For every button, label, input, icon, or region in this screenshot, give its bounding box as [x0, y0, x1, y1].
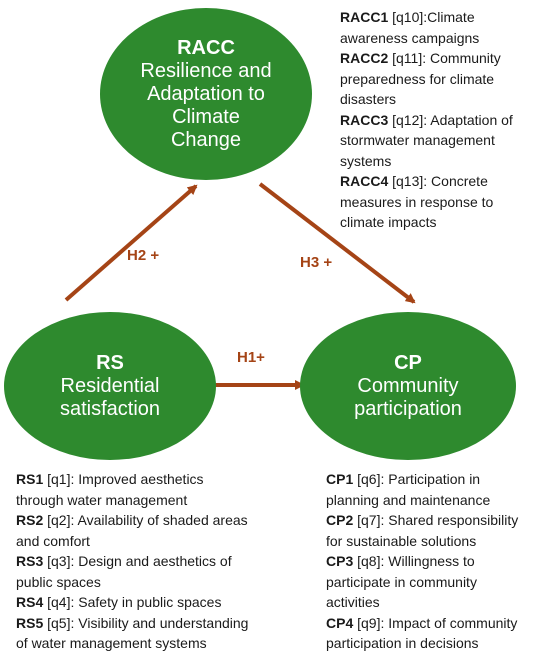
item-code: RS2 [16, 512, 44, 528]
cp-item: CP3 [q8]: Willingness to participate in c… [326, 551, 548, 613]
racc-item-list: RACC1 [q10]:Climate awareness campaigns R… [340, 7, 545, 233]
racc-item: RACC4 [q13]: Concrete measures in respons… [340, 171, 545, 233]
item-text: Adaptation of [430, 111, 513, 128]
item-code: RACC3 [340, 111, 389, 128]
item-text: Impact of community [388, 614, 518, 631]
item-text: participate in community [326, 573, 477, 590]
item-text: Concrete [431, 173, 488, 189]
rs-item: RS2 [q2]: Availability of shaded areas an… [16, 510, 286, 551]
item-code: RS5 [16, 614, 44, 631]
item-code: RACC4 [340, 173, 389, 189]
item-question: [q5]: [43, 614, 79, 631]
item-text: awareness campaigns [340, 29, 480, 46]
rs-item-list: RS1 [q1]: Improved aesthetics through wat… [16, 469, 286, 654]
cp-item: CP2 [q7]: Shared responsibility for susta… [326, 510, 548, 551]
item-text: Safety in public spaces [78, 594, 222, 610]
item-text: and comfort [16, 532, 90, 549]
node-racc-name-line: Change [170, 129, 242, 151]
item-code: RS4 [16, 594, 44, 610]
node-racc-name-line: Climate [172, 106, 240, 128]
item-text: Climate [427, 9, 475, 25]
node-racc-code: RACC [177, 37, 235, 59]
node-rs: RS Residential satisfaction [4, 312, 216, 460]
node-racc: RACC Resilience and Adaptation to Climat… [100, 8, 312, 180]
item-text: climate impacts [340, 214, 437, 230]
item-text: planning and maintenance [326, 491, 491, 508]
item-text: Willingness to [388, 553, 475, 569]
item-question: [q3]: [43, 553, 79, 569]
node-rs-name-line: satisfaction [59, 398, 161, 420]
item-code: RACC1 [340, 9, 389, 25]
item-question: [q1]: [43, 471, 79, 487]
racc-item: RACC2 [q11]: Community preparedness for c… [340, 48, 545, 110]
item-code: RS3 [16, 553, 44, 569]
node-racc-name-line: Resilience and [140, 60, 272, 82]
item-text: activities [326, 594, 380, 610]
item-question: [q8]: [353, 553, 389, 569]
item-text: preparedness for climate [340, 70, 495, 87]
node-rs-name-line: Residential [60, 375, 160, 397]
node-cp-code: CP [394, 352, 422, 374]
item-code: CP1 [326, 471, 354, 487]
cp-item: CP4 [q9]: Impact of community participati… [326, 613, 548, 654]
item-question: [q12]: [388, 111, 431, 128]
arrow-racc-to-cp [258, 182, 416, 304]
item-text: public spaces [16, 573, 101, 590]
item-question: [q11]: [388, 50, 431, 66]
item-question: [q10]: [388, 9, 428, 25]
item-code: CP4 [326, 614, 354, 631]
item-question: [q7]: [353, 512, 389, 528]
item-text: Community [430, 50, 501, 66]
rs-item: RS1 [q1]: Improved aesthetics through wat… [16, 469, 286, 510]
rs-item: RS4 [q4]: Safety in public spaces [16, 592, 286, 613]
item-text: for sustainable solutions [326, 532, 477, 549]
racc-item: RACC3 [q12]: Adaptation of stormwater man… [340, 110, 545, 172]
item-text: Availability of shaded areas [77, 512, 248, 528]
item-text: measures in response to [340, 193, 494, 210]
item-text: systems [340, 152, 392, 169]
hypothesis-h2-label: H2 + [127, 247, 160, 264]
item-code: CP3 [326, 553, 354, 569]
rs-item: RS3 [q3]: Design and aesthetics of public… [16, 551, 286, 592]
item-text: Visibility and understanding [78, 614, 249, 631]
item-text: Design and aesthetics of [78, 553, 232, 569]
item-question: [q9]: [353, 614, 389, 631]
item-text: Participation in [388, 471, 481, 487]
item-code: CP2 [326, 512, 354, 528]
arrow-rs-to-racc [64, 184, 198, 302]
node-cp-name-line: Community [357, 375, 459, 397]
item-text: of water management systems [16, 635, 207, 651]
cp-item-list: CP1 [q6]: Participation in planning and m… [326, 469, 548, 654]
item-text: through water management [16, 491, 188, 508]
rs-item: RS5 [q5]: Visibility and understanding of… [16, 613, 286, 654]
item-text: stormwater management [340, 132, 495, 148]
item-text: Improved aesthetics [78, 471, 204, 487]
node-racc-name-line: Adaptation to [147, 83, 265, 105]
item-question: [q13]: [388, 173, 432, 189]
cp-item: CP1 [q6]: Participation in planning and m… [326, 469, 548, 510]
item-question: [q2]: [43, 512, 78, 528]
racc-item: RACC1 [q10]:Climate awareness campaigns [340, 7, 545, 48]
node-rs-code: RS [96, 352, 124, 374]
item-question: [q4]: [43, 594, 79, 610]
node-cp: CP Community participation [300, 312, 516, 460]
item-text: Shared responsibility [388, 512, 519, 528]
item-text: participation in decisions [326, 635, 479, 651]
hypothesis-h3-label: H3 + [300, 254, 333, 271]
item-code: RS1 [16, 471, 44, 487]
item-question: [q6]: [353, 471, 389, 487]
hypothesis-h1-label: H1+ [237, 349, 265, 366]
item-text: disasters [340, 91, 397, 107]
node-cp-name-line: participation [354, 398, 462, 420]
item-code: RACC2 [340, 50, 389, 66]
